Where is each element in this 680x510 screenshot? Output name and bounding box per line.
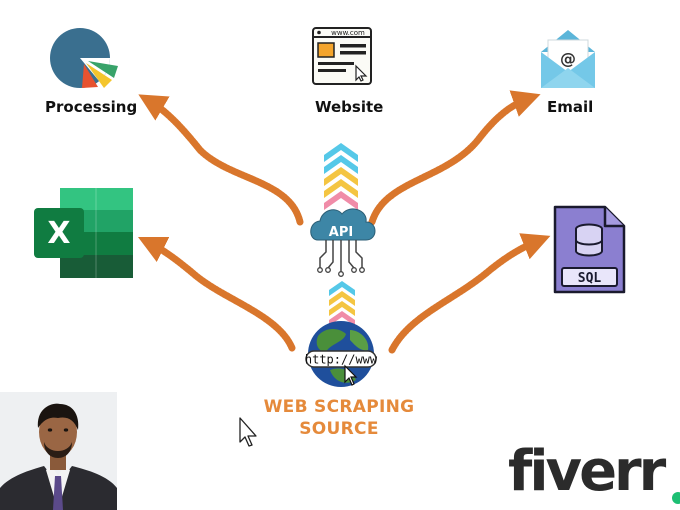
sql-text: SQL	[578, 271, 602, 286]
arrow-to-excel	[137, 236, 296, 352]
email-symbol: @	[560, 49, 576, 68]
website-url: www.com	[331, 29, 365, 37]
fiverr-dot	[672, 492, 680, 504]
source-line-2: SOURCE	[299, 419, 379, 439]
website-label: Website	[315, 98, 384, 116]
profile-photo	[0, 392, 117, 510]
arrow-to-email	[368, 90, 541, 226]
email-label: Email	[547, 98, 594, 116]
excel-letter: X	[47, 216, 70, 251]
arrow-to-processing	[138, 94, 304, 226]
arrow-to-sql	[388, 233, 551, 354]
fiverr-logo: fiverr	[508, 439, 666, 504]
globe-url: http://www	[305, 353, 378, 367]
api-text: API	[329, 225, 353, 240]
source-line-1: WEB SCRAPING	[263, 397, 415, 417]
processing-label: Processing	[45, 98, 138, 116]
source-label: WEB SCRAPING SOURCE	[232, 396, 446, 440]
